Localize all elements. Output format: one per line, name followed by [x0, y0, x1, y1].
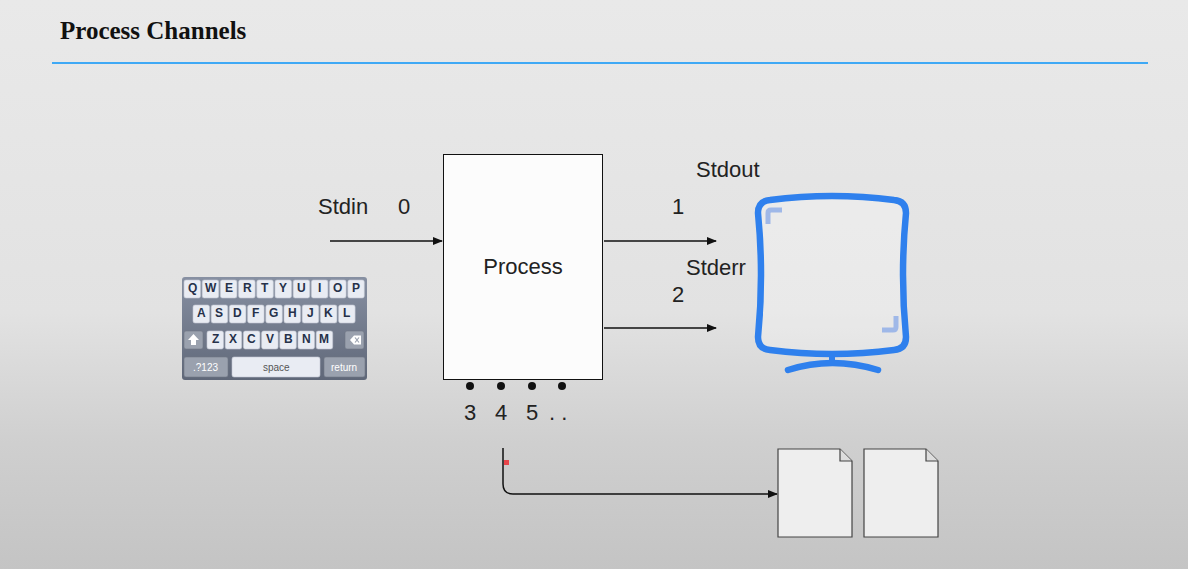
descriptor-number: 3	[464, 401, 476, 425]
key-label: .?123	[193, 362, 218, 373]
key-letter: E	[225, 282, 233, 295]
stdout-arrow	[604, 240, 716, 242]
key-letter: S	[215, 307, 223, 320]
channel-name: Stderr	[686, 256, 746, 280]
key-letter: U	[297, 282, 306, 295]
descriptor-number: 2	[672, 283, 684, 307]
key-letter: C	[247, 333, 256, 346]
key-letter: G	[269, 307, 278, 320]
key-letter: L	[343, 307, 350, 320]
key-letter: N	[302, 333, 311, 346]
key-letter: Y	[279, 282, 287, 295]
key-letter: B	[284, 333, 293, 346]
descriptor-number: 4	[495, 401, 507, 425]
key-label: space	[263, 362, 290, 373]
descriptor-number: 1	[672, 195, 684, 219]
slide-title: Process Channels	[60, 17, 246, 45]
key-letter: A	[197, 307, 206, 320]
key-letter: H	[288, 307, 297, 320]
ellipsis: . .	[549, 401, 567, 425]
monitor-icon	[758, 196, 906, 370]
descriptor-number: 5	[526, 401, 538, 425]
process-box: Process	[443, 154, 603, 380]
key-letter: V	[266, 333, 274, 346]
channel-name: Stdout	[696, 158, 760, 182]
key-letter: M	[319, 333, 329, 346]
key-letter: J	[307, 307, 314, 320]
process-label: Process	[483, 254, 562, 280]
key-letter: K	[324, 307, 333, 320]
stderr-arrow	[604, 327, 716, 329]
key-letter: T	[261, 282, 268, 295]
descriptor-number: 0	[398, 195, 410, 219]
key-letter: O	[333, 282, 342, 295]
descriptor-dots	[466, 382, 566, 390]
channel-name: Stdin	[318, 195, 368, 219]
key-letter: Q	[188, 282, 197, 295]
stdin-arrow	[330, 240, 442, 242]
file-wire	[503, 448, 777, 494]
pointer-mark	[504, 460, 509, 465]
key-letter: I	[318, 282, 321, 295]
key-letter: D	[233, 307, 242, 320]
key-letter: W	[205, 282, 216, 295]
title-rule	[52, 62, 1148, 64]
keyboard-icon	[182, 277, 367, 380]
key-letter: R	[243, 282, 252, 295]
key-letter: F	[252, 307, 259, 320]
file-icons	[778, 449, 938, 537]
key-label: return	[331, 362, 357, 373]
key-letter: X	[229, 333, 237, 346]
key-letter: Z	[212, 333, 219, 346]
key-letter: P	[352, 282, 360, 295]
